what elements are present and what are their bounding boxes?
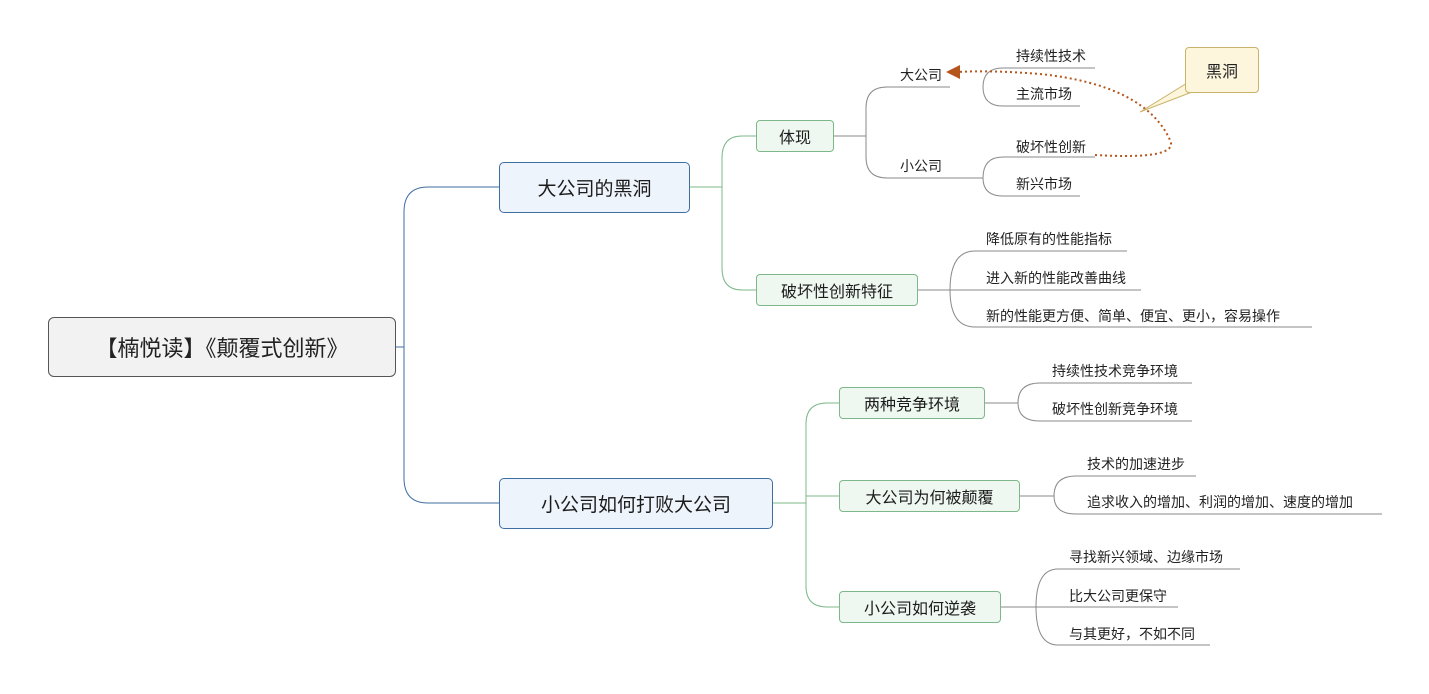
root-topic-label: 【楠悦读】《颠覆式创新》 (95, 337, 349, 362)
relation-arrow (946, 65, 960, 79)
leaf-item[interactable]: 追求收入的增加、利润的增加、速度的增加 (1087, 494, 1353, 512)
callout-label: 黑洞 (1205, 62, 1238, 81)
subtopic-how-counterattack[interactable]: 小公司如何逆袭 (839, 591, 1001, 623)
group-label: 大公司 (900, 68, 942, 84)
subtopic-two-environments[interactable]: 两种竞争环境 (839, 387, 985, 419)
leaf-item[interactable]: 新兴市场 (1016, 176, 1072, 194)
branch-big-company-black-hole[interactable]: 大公司的黑洞 (499, 162, 690, 213)
leaf-label: 主流市场 (1016, 87, 1072, 103)
leaf-label: 破坏性创新 (1016, 140, 1086, 156)
subtopic-why-disrupted[interactable]: 大公司为何被颠覆 (839, 480, 1020, 512)
leaf-item[interactable]: 破坏性创新 (1016, 139, 1086, 157)
root-topic[interactable]: 【楠悦读】《颠覆式创新》 (48, 317, 396, 377)
leaf-label: 比大公司更保守 (1069, 589, 1167, 605)
subtopic-label: 两种竞争环境 (863, 395, 960, 414)
leaf-item[interactable]: 寻找新兴领域、边缘市场 (1069, 549, 1223, 567)
branch-label: 大公司的黑洞 (537, 178, 652, 200)
leaf-label: 与其更好，不如不同 (1069, 627, 1195, 643)
leaf-label: 降低原有的性能指标 (986, 232, 1112, 248)
group-small-company[interactable]: 小公司 (900, 158, 942, 176)
subtopic-label: 体现 (778, 128, 811, 147)
branch-label: 小公司如何打败大公司 (540, 494, 731, 516)
leaf-item[interactable]: 进入新的性能改善曲线 (986, 270, 1126, 288)
leaf-item[interactable]: 破坏性创新竞争环境 (1052, 401, 1178, 419)
leaf-label: 寻找新兴领域、边缘市场 (1069, 550, 1223, 566)
subtopic-label: 大公司为何被颠覆 (865, 488, 994, 507)
leaf-item[interactable]: 与其更好，不如不同 (1069, 626, 1195, 644)
leaf-label: 新兴市场 (1016, 177, 1072, 193)
subtopic-manifestation[interactable]: 体现 (756, 120, 834, 152)
leaf-label: 持续性技术 (1016, 49, 1086, 65)
leaf-label: 持续性技术竞争环境 (1052, 364, 1178, 380)
leaf-item[interactable]: 主流市场 (1016, 86, 1072, 104)
leaf-label: 技术的加速进步 (1087, 457, 1185, 473)
subtopic-label: 破坏性创新特征 (780, 282, 893, 301)
leaf-label: 新的性能更方便、简单、便宜、更小，容易操作 (986, 309, 1280, 325)
leaf-label: 进入新的性能改善曲线 (986, 271, 1126, 287)
leaf-label: 追求收入的增加、利润的增加、速度的增加 (1087, 495, 1353, 511)
subtopic-disruptive-features[interactable]: 破坏性创新特征 (756, 274, 918, 306)
subtopic-label: 小公司如何逆袭 (863, 599, 976, 618)
leaf-item[interactable]: 持续性技术 (1016, 48, 1086, 66)
leaf-item[interactable]: 新的性能更方便、简单、便宜、更小，容易操作 (986, 308, 1280, 326)
callout-black-hole[interactable]: 黑洞 (1185, 47, 1259, 93)
branch-small-beats-big[interactable]: 小公司如何打败大公司 (499, 478, 773, 529)
group-label: 小公司 (900, 159, 942, 175)
leaf-item[interactable]: 降低原有的性能指标 (986, 231, 1112, 249)
leaf-label: 破坏性创新竞争环境 (1052, 402, 1178, 418)
group-big-company[interactable]: 大公司 (900, 67, 942, 85)
leaf-item[interactable]: 比大公司更保守 (1069, 588, 1167, 606)
leaf-item[interactable]: 技术的加速进步 (1087, 456, 1185, 474)
leaf-item[interactable]: 持续性技术竞争环境 (1052, 363, 1178, 381)
